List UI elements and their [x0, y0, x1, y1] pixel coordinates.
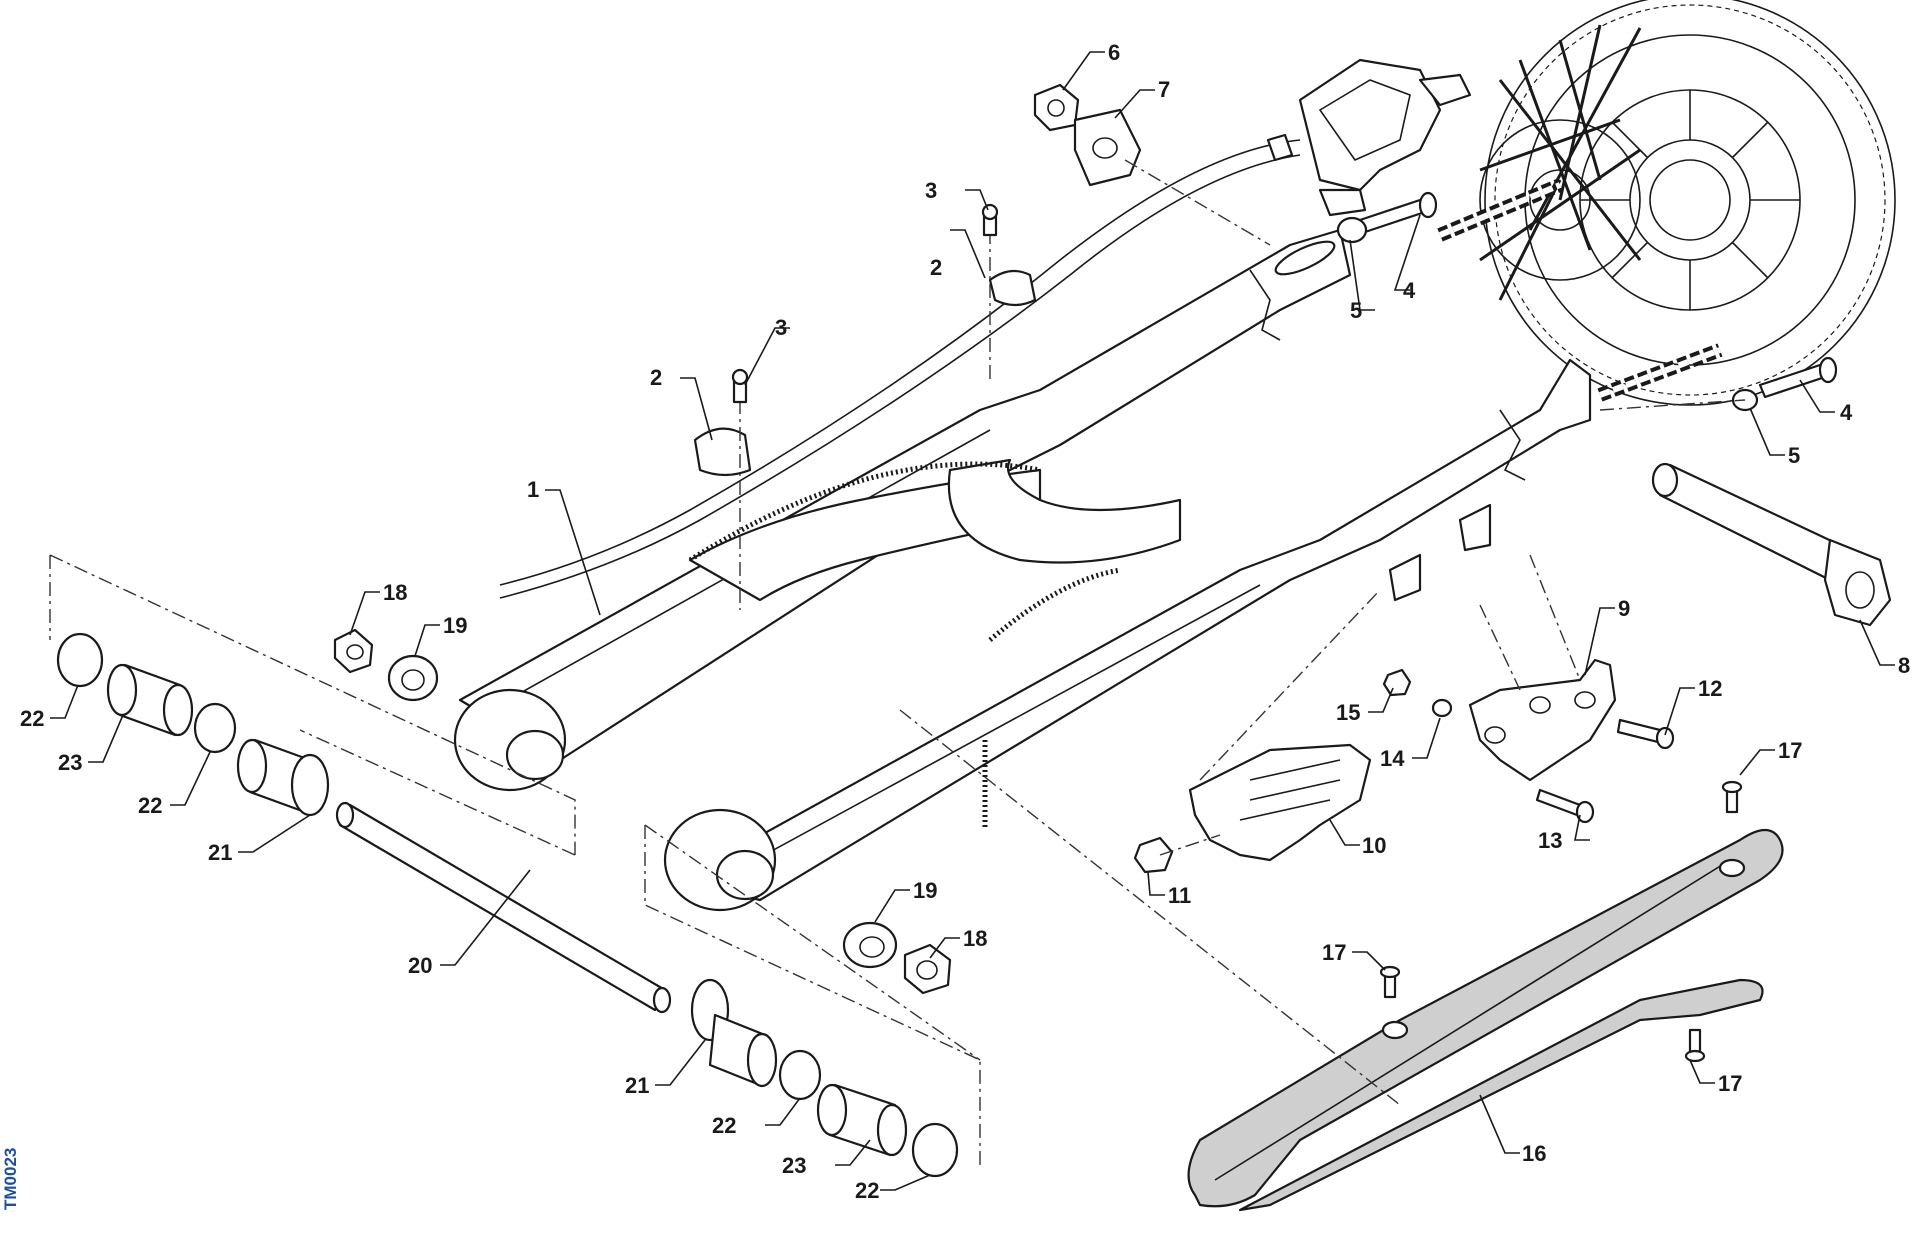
fasteners-12-15 [1382, 668, 1675, 824]
callout-6: 6 [1108, 40, 1120, 65]
swingarm [453, 228, 1592, 912]
callout-22: 22 [712, 1113, 736, 1138]
callout-4: 4 [1403, 278, 1416, 303]
callout-22: 22 [138, 793, 162, 818]
callout-3: 3 [775, 315, 787, 340]
callout-5: 5 [1788, 443, 1800, 468]
rear-wheel-sprocket [1479, 0, 1896, 406]
brake-caliper [499, 58, 1472, 599]
callout-7: 7 [1158, 77, 1170, 102]
pivot-shaft [335, 801, 672, 1014]
chain-slider [899, 709, 1784, 1212]
callout-3: 3 [925, 178, 937, 203]
bushing-stack-left [49, 554, 576, 856]
callout-18: 18 [383, 580, 407, 605]
callout-19: 19 [443, 613, 467, 638]
callout-18: 18 [963, 926, 987, 951]
callout-23: 23 [782, 1153, 806, 1178]
callout-13: 13 [1538, 828, 1562, 853]
leader-lines [50, 51, 1895, 1191]
callout-15: 15 [1336, 700, 1360, 725]
callout-labels: 1 2 2 3 3 4 4 5 5 6 7 8 9 10 11 12 13 14… [20, 40, 1910, 1203]
adjuster-nut-and-plate [1033, 83, 1271, 246]
pivot-hardware-right [842, 921, 952, 995]
callout-21: 21 [625, 1073, 649, 1098]
callout-5: 5 [1350, 298, 1362, 323]
callout-19: 19 [913, 878, 937, 903]
callout-9: 9 [1618, 596, 1630, 621]
callout-17: 17 [1322, 940, 1346, 965]
callout-1: 1 [527, 477, 539, 502]
chain-upper [1437, 178, 1723, 402]
callout-2: 2 [650, 365, 662, 390]
chain-guide-bracket [1468, 554, 1617, 782]
chain-slider-block [1133, 589, 1381, 874]
callout-17: 17 [1718, 1071, 1742, 1096]
drawing-code: TM0023 [1, 1148, 20, 1210]
chain-adjuster-bolt-lower [1599, 356, 1838, 412]
callout-20: 20 [408, 953, 432, 978]
callout-12: 12 [1698, 676, 1722, 701]
callout-10: 10 [1362, 833, 1386, 858]
callout-14: 14 [1380, 746, 1405, 771]
callout-2: 2 [930, 255, 942, 280]
callout-21: 21 [208, 840, 232, 865]
cable-guide-upper [981, 203, 1037, 380]
cable-guide-lower [693, 368, 752, 610]
callout-16: 16 [1522, 1141, 1546, 1166]
callout-23: 23 [58, 750, 82, 775]
chain-adjuster-bolt-upper [1336, 191, 1438, 244]
callout-11: 11 [1168, 883, 1191, 908]
callout-22: 22 [855, 1178, 879, 1203]
rear-axle [1651, 462, 1892, 627]
callout-17: 17 [1778, 738, 1802, 763]
pivot-hardware-left [333, 628, 439, 702]
bushing-stack-right [644, 824, 981, 1178]
callout-4: 4 [1840, 400, 1853, 425]
callout-22: 22 [20, 706, 44, 731]
callout-8: 8 [1898, 653, 1910, 678]
